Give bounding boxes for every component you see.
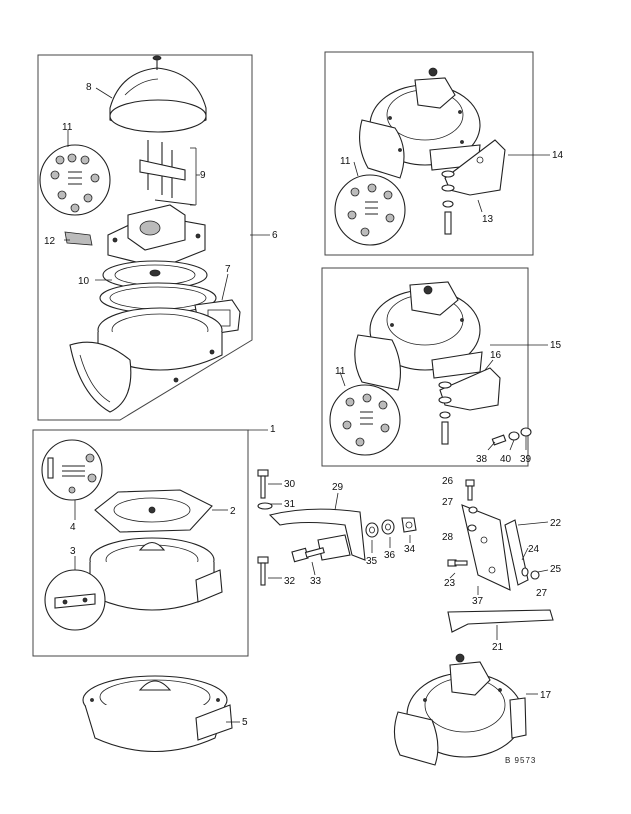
spares-12: [64, 231, 93, 246]
fixings-23-28: [447, 479, 540, 580]
bracket-21: [447, 609, 554, 633]
label-24: 24: [528, 544, 540, 555]
horn-cover: [109, 55, 207, 133]
label-3: 3: [70, 546, 76, 557]
label-11-b: 11: [340, 156, 351, 167]
contact-assembly: [139, 140, 197, 206]
frame-horn-exploded: [37, 54, 253, 421]
label-12: 12: [44, 236, 56, 247]
label-38: 38: [476, 454, 488, 465]
horn-1-body: [89, 537, 223, 611]
label-16: 16: [490, 350, 502, 361]
label-28: 28: [442, 532, 454, 543]
bracket-29: [268, 508, 366, 561]
label-27-a: 27: [442, 497, 454, 508]
bolts-30-33: [257, 469, 325, 586]
spares-kit-11-c: [329, 384, 401, 456]
spares-kit-11-a: [39, 144, 111, 216]
drawing-code: B 9573: [505, 756, 536, 765]
label-26: 26: [442, 476, 454, 487]
horn-15: [354, 281, 483, 391]
contact-3: [44, 569, 106, 631]
bracket-16: [439, 367, 501, 411]
label-32: 32: [284, 576, 296, 587]
label-4: 4: [70, 522, 76, 533]
label-1: 1: [270, 424, 276, 435]
frame-horn-14: [324, 51, 534, 256]
label-7: 7: [225, 264, 231, 275]
horn-5: [82, 675, 233, 753]
label-33: 33: [310, 576, 322, 587]
label-30: 30: [284, 479, 296, 490]
washers-34-36: [365, 517, 417, 538]
label-40: 40: [500, 454, 512, 465]
label-10: 10: [78, 276, 90, 287]
horn-17: [393, 653, 527, 766]
horn-motor-body: [107, 204, 206, 269]
label-11-c: 11: [335, 366, 346, 377]
label-39: 39: [520, 454, 532, 465]
label-5: 5: [242, 717, 248, 728]
label-8: 8: [86, 82, 92, 93]
label-36: 36: [384, 550, 396, 561]
leader-lines: [64, 87, 550, 723]
label-27-b: 27: [536, 588, 548, 599]
label-37: 37: [472, 596, 484, 607]
label-15: 15: [550, 340, 562, 351]
label-14: 14: [552, 150, 564, 161]
frame-horn-15: [321, 267, 529, 467]
horn-base-exploded: [69, 307, 223, 413]
label-35: 35: [366, 556, 378, 567]
horn-14: [359, 67, 481, 179]
label-25: 25: [550, 564, 562, 575]
label-17: 17: [540, 690, 552, 701]
frame-horn-1: [32, 429, 249, 657]
callout-labels: 8 11 9 6 12 7 10 14 11 13 15 16 11 38 40…: [44, 82, 564, 765]
label-6: 6: [272, 230, 278, 241]
fixings-15: [438, 381, 452, 445]
bracket-37: [461, 504, 511, 591]
label-9: 9: [200, 170, 206, 181]
label-23: 23: [444, 578, 456, 589]
spares-kit-4: [41, 439, 103, 501]
spares-kit-11-b: [334, 174, 406, 246]
label-22: 22: [550, 518, 562, 529]
label-34: 34: [404, 544, 416, 555]
diaphragm-10: [102, 260, 208, 290]
label-13: 13: [482, 214, 494, 225]
label-21: 21: [492, 642, 504, 653]
label-2: 2: [230, 506, 236, 517]
label-31: 31: [284, 499, 296, 510]
label-11-a: 11: [62, 122, 73, 133]
fixings-38-40-39: [491, 427, 532, 446]
fixings-14: [441, 170, 455, 235]
label-29: 29: [332, 482, 344, 493]
gasket-2: [94, 489, 213, 533]
